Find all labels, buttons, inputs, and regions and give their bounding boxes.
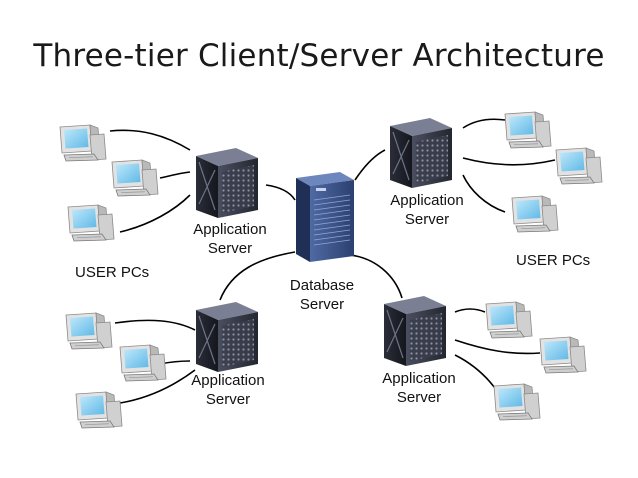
- label-line: Server: [207, 240, 253, 257]
- user-pc-icon: [75, 391, 123, 429]
- label-line: Application: [382, 370, 456, 387]
- user-pc-icon: [539, 336, 587, 374]
- label-line: Application: [191, 372, 265, 389]
- application-server-icon: [389, 117, 453, 189]
- label-line: Server: [404, 211, 450, 228]
- application-server-icon: [195, 147, 259, 219]
- label-line: Server: [205, 391, 251, 408]
- user-pc-icon: [493, 383, 541, 421]
- database-server-icon: [296, 172, 354, 262]
- application-server-label: Application Server: [190, 220, 270, 258]
- user-pcs-label-right: USER PCs: [516, 252, 591, 269]
- label-line: Application: [193, 221, 267, 238]
- database-server-label: Database Server: [286, 276, 358, 314]
- user-pc-icon: [485, 301, 533, 339]
- label-line: Server: [299, 296, 345, 313]
- user-pc-icon: [555, 147, 603, 185]
- application-server-label: Application Server: [379, 369, 459, 407]
- application-server-icon: [383, 295, 447, 367]
- connector-lines: [109, 118, 556, 404]
- label-line: Database: [289, 277, 355, 294]
- user-pc-icon: [504, 111, 552, 149]
- user-pc-icon: [59, 124, 107, 162]
- application-server-label: Application Server: [188, 371, 268, 409]
- user-pc-icon: [511, 195, 559, 233]
- label-line: Application: [390, 192, 464, 209]
- user-pcs-label-left: USER PCs: [75, 264, 150, 281]
- application-server-icon: [195, 301, 259, 373]
- diagram-title: Three-tier Client/Server Architecture: [33, 38, 605, 74]
- user-pc-icon: [111, 159, 159, 197]
- label-line: Server: [396, 389, 442, 406]
- user-pc-icon: [65, 312, 113, 350]
- user-pc-icon: [119, 344, 167, 382]
- user-pc-icon: [67, 204, 115, 242]
- application-server-label: Application Server: [387, 191, 467, 229]
